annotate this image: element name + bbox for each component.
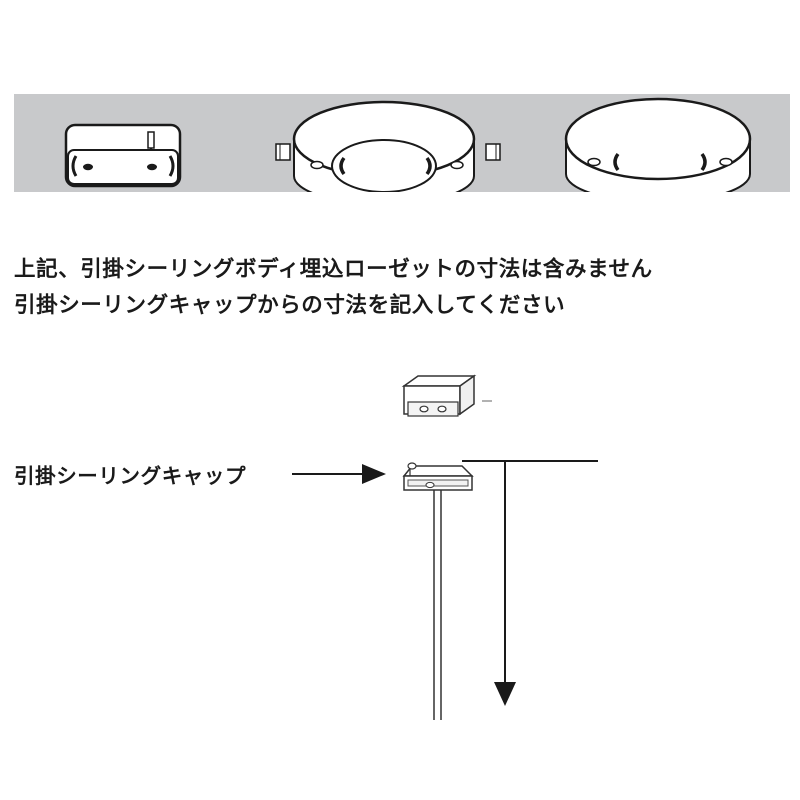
measurement-arrow xyxy=(494,461,516,706)
note-excludes-rosette: 上記、引掛シーリングボディ埋込ローゼットの寸法は含みません xyxy=(14,257,653,282)
round-ceiling-rosette xyxy=(564,97,752,192)
ceiling-fixture-banner xyxy=(14,94,790,192)
rectangular-ceiling-body xyxy=(64,123,182,188)
cap-pointer-arrow xyxy=(292,464,386,484)
note-measure-from-cap: 引掛シーリングキャップからの寸法を記入してください xyxy=(14,293,566,318)
detached-ceiling-cap xyxy=(401,374,492,417)
pendant-cord xyxy=(433,490,442,720)
ceiling-fixture-illustrations xyxy=(64,97,752,192)
round-ceiling-rosette-with-hooks xyxy=(275,100,501,192)
installed-ceiling-cap xyxy=(402,462,474,491)
ceiling-cap-label: 引掛シーリングキャップ xyxy=(14,464,247,488)
